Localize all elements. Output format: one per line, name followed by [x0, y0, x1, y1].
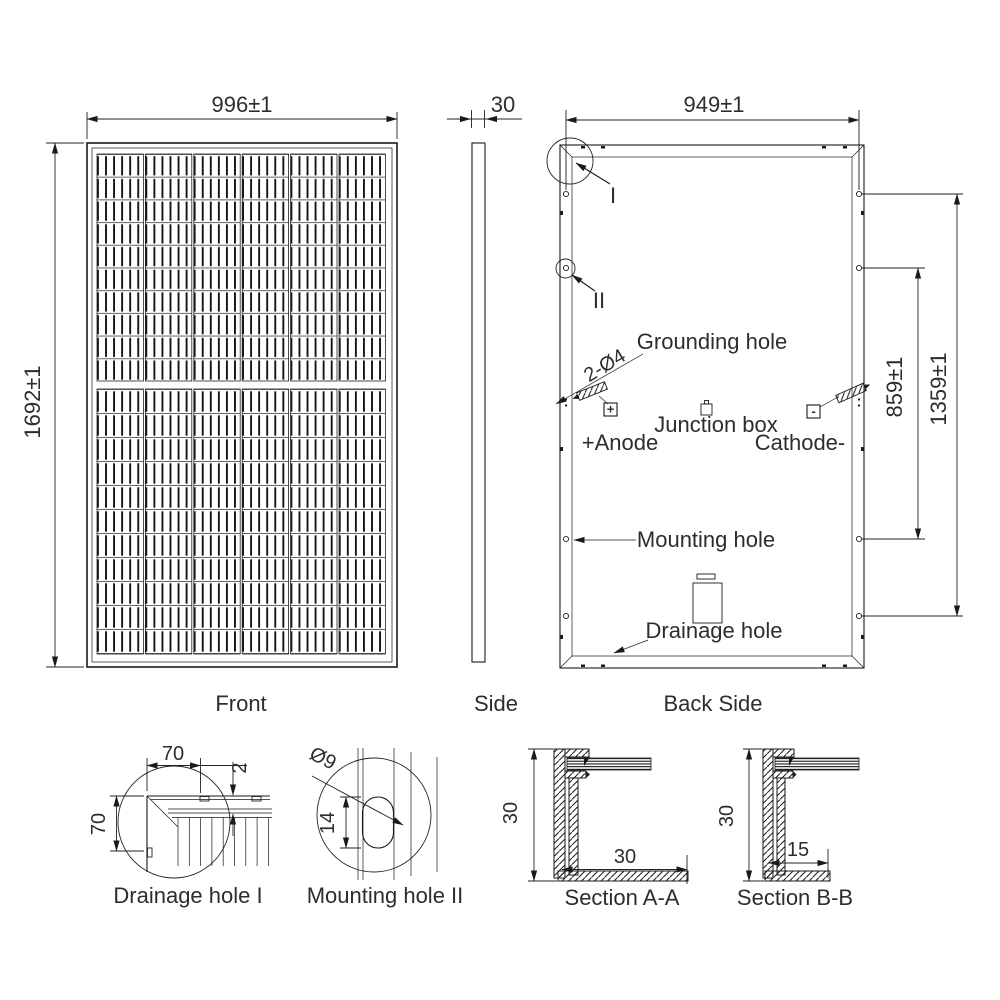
mounting-slot: [361, 796, 395, 849]
dim-front-width: 996±1: [86, 92, 398, 139]
drainage-width-text: 70: [162, 743, 184, 765]
back-inner-frame: [571, 156, 853, 657]
detail-drainage-hole: 70 70 2 Drainage hole I: [88, 743, 272, 908]
front-cell-grid-bottom-half: [96, 388, 386, 655]
junction-box-icon: [700, 400, 713, 416]
back-inner-dim-text: 859±1: [882, 356, 907, 417]
front-height-dim-text: 1692±1: [20, 365, 45, 438]
frame-drainage-slots: [560, 146, 864, 667]
section-a-a: 30 30 Section A-A: [500, 748, 689, 910]
side-profile: [471, 142, 486, 663]
caption-back: Back Side: [663, 691, 762, 716]
label-drainage-hole: Drainage hole: [646, 618, 783, 643]
side-thickness-dim-text: 30: [491, 92, 515, 117]
drainage-edge-text: 2: [229, 762, 251, 773]
detail-i-leader: [575, 162, 611, 185]
back-view: I II +: [546, 92, 963, 716]
label-cathode: Cathode-: [755, 430, 846, 455]
back-outer-frame: [559, 144, 865, 669]
anode-terminal-box: [603, 402, 618, 417]
drainage-hole-leader: [613, 639, 649, 654]
front-view: 996±1 1692±1 Front: [20, 92, 398, 716]
dim-section-b-flange: 15: [768, 839, 829, 878]
section-b-flange-text: 15: [787, 839, 809, 861]
caption-section-a: Section A-A: [565, 885, 680, 910]
drainage-height-text: 70: [88, 813, 110, 835]
dim-back-outer-holes: 1359±1: [862, 193, 963, 617]
caption-front: Front: [215, 691, 266, 716]
frame-rail-lines: [357, 748, 438, 880]
cathode-minus-symbol: -: [811, 404, 815, 419]
back-span-dim-text: 949±1: [683, 92, 744, 117]
dim-section-a-height: 30: [500, 748, 557, 882]
label-mounting-hole: Mounting hole: [637, 527, 775, 552]
slot-length-text: 14: [317, 812, 339, 834]
front-outer-frame: [86, 142, 398, 668]
section-b-height-text: 30: [716, 805, 738, 827]
caption-drainage-detail: Drainage hole I: [113, 883, 262, 908]
anode-connector-icon: +: [572, 381, 618, 417]
label-junction-box: Junction box: [654, 412, 778, 437]
section-b-b: 30 15 Section B-B: [716, 748, 860, 910]
dim-slot-length: 14: [317, 796, 361, 849]
detail-drain-slots: [147, 796, 262, 858]
detail-marker-ii: II: [593, 288, 605, 313]
dim-drainage-height: 70: [88, 795, 144, 852]
front-inner-frame: [91, 147, 393, 663]
dim-back-inner-holes: 859±1: [862, 267, 925, 540]
caption-mounting-detail: Mounting hole II: [307, 883, 464, 908]
detail-bubble: [117, 765, 231, 879]
label-grounding-hole: Grounding hole: [637, 329, 787, 354]
dim-drainage-width: 70: [146, 743, 247, 793]
detail-marker-i: I: [610, 183, 616, 208]
back-outer-dim-text: 1359±1: [926, 352, 951, 425]
dim-drainage-edge: 2: [229, 762, 251, 836]
dim-section-b-height: 30: [716, 748, 764, 882]
caption-section-b: Section B-B: [737, 885, 853, 910]
detail-mounting-hole: Ø9 14 Mounting hole II: [306, 743, 463, 908]
detail-circle-i: [546, 137, 594, 185]
label-anode: +Anode: [582, 430, 658, 455]
dim-back-span: 949±1: [565, 92, 860, 190]
detail-bubble: [316, 757, 432, 873]
anode-plus-symbol: +: [607, 402, 615, 417]
section-a-flange-text: 30: [614, 846, 636, 868]
label-grounding-spec: 2-Ø4: [580, 345, 629, 387]
nameplate: [692, 573, 723, 624]
section-a-height-text: 30: [500, 802, 522, 824]
side-view: 30 Side: [447, 92, 522, 716]
front-width-dim-text: 996±1: [211, 92, 272, 117]
detail-ii-leader: [571, 274, 596, 292]
detail-cell-stripes: [177, 817, 269, 866]
glass-laminate: [774, 757, 860, 771]
dim-side-thickness: 30: [447, 92, 522, 128]
cathode-terminal-box: [806, 404, 821, 419]
slot-diameter-text: Ø9: [306, 743, 340, 775]
caption-side: Side: [474, 691, 518, 716]
dim-front-height: 1692±1: [20, 142, 84, 668]
detail-circle-ii: [555, 258, 576, 279]
glass-laminate: [566, 757, 652, 771]
mounting-holes: [562, 190, 863, 620]
grounding-spec-leader: [555, 353, 644, 405]
dim-section-a-flange: 30: [561, 846, 688, 884]
front-cell-grid-top-half: [96, 153, 386, 382]
cathode-connector-icon: -: [806, 382, 871, 419]
